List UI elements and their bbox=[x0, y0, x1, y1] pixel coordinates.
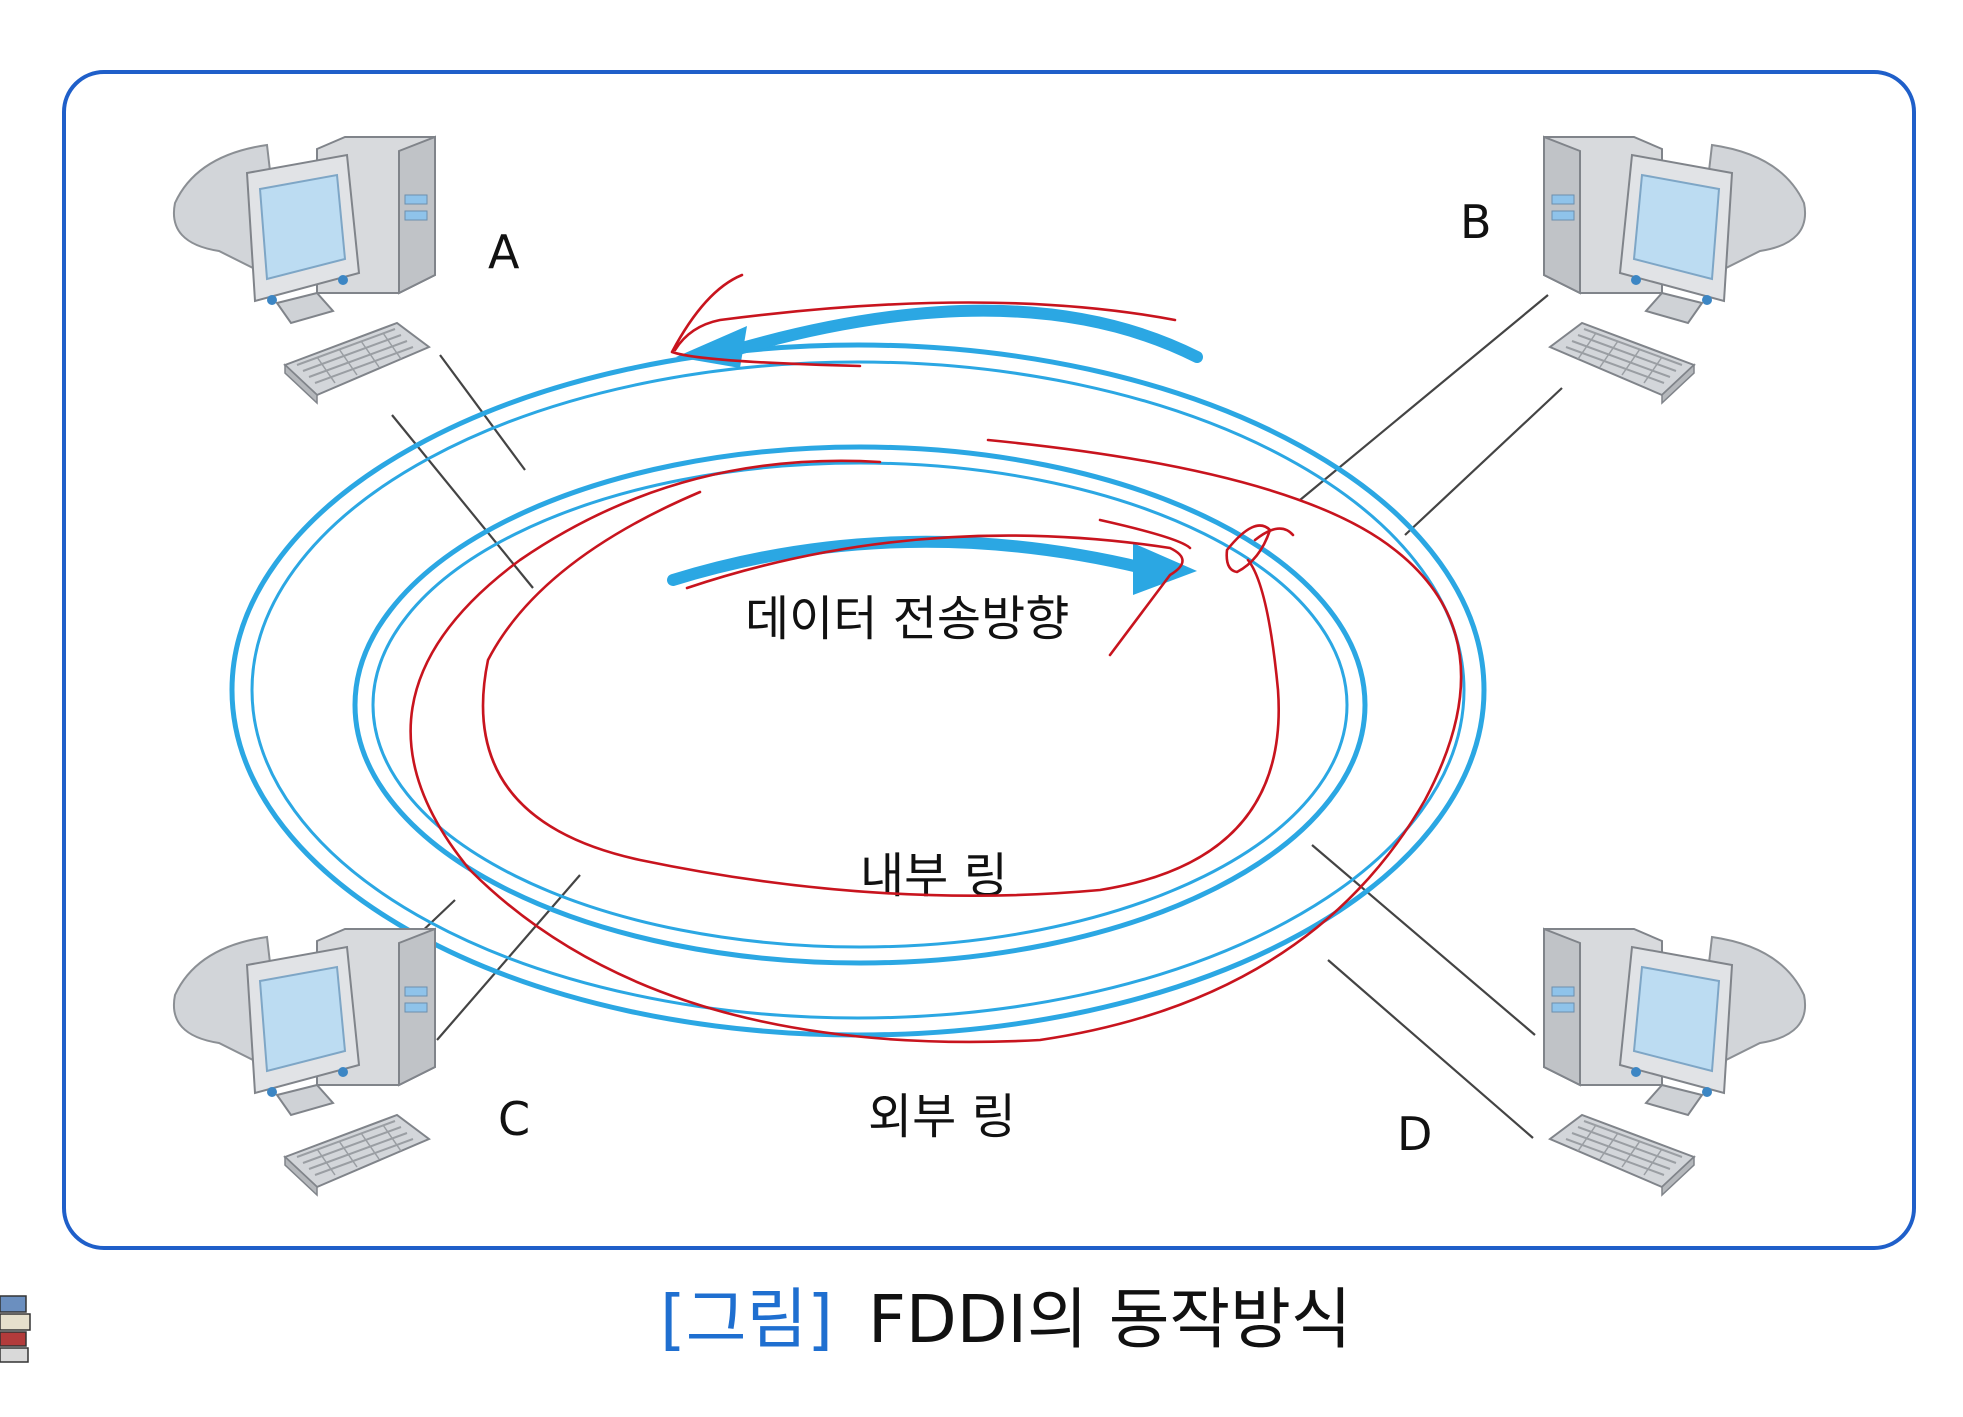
outer-ring-inner-edge bbox=[250, 360, 1466, 1020]
stacked-books-icon bbox=[0, 1295, 31, 1363]
computer-d bbox=[1543, 928, 1807, 1196]
computer-c bbox=[172, 928, 436, 1196]
red-annotation-strokes bbox=[409, 273, 1463, 1044]
node-label-c: C bbox=[498, 1092, 530, 1146]
inner-ring bbox=[352, 444, 1368, 966]
desktop-computer-icon bbox=[1543, 928, 1807, 1196]
desktop-computer-icon bbox=[172, 928, 436, 1196]
diagram-frame bbox=[62, 70, 1916, 1250]
outer-ring bbox=[229, 342, 1487, 1038]
outer-ring-label: 외부 링 bbox=[868, 1089, 1016, 1145]
desktop-computer-icon bbox=[172, 136, 436, 404]
direction-label: 데이터 전송방향 bbox=[745, 591, 1069, 647]
caption-title: FDDI의 동작방식 bbox=[868, 1281, 1352, 1358]
caption-tag: [그림] bbox=[660, 1281, 833, 1358]
computer-a bbox=[172, 136, 436, 404]
desktop-computer-icon bbox=[1543, 136, 1807, 404]
figure-caption: [그림] FDDI의 동작방식 bbox=[660, 1281, 1352, 1358]
inner-ring-inner-edge bbox=[371, 461, 1349, 949]
outer-direction-arrow bbox=[676, 304, 1203, 368]
node-label-a: A bbox=[488, 225, 520, 279]
node-label-d: D bbox=[1397, 1107, 1432, 1161]
computer-b bbox=[1543, 136, 1807, 404]
node-label-b: B bbox=[1460, 195, 1492, 249]
